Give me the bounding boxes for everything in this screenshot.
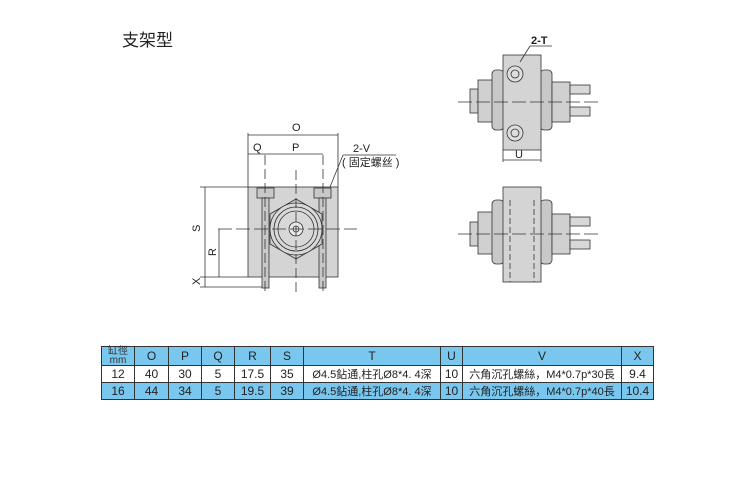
label-2T: 2-T [531,35,548,47]
cell-U: 10 [440,382,463,400]
header-P: P [168,346,202,366]
header-R: R [234,346,271,366]
cell-T: Ø4.5鉆通,柱孔Ø8*4. 4深 [303,382,441,400]
top-view [458,45,600,162]
cell-X: 9.4 [621,365,654,383]
dim-O: O [292,122,301,134]
cell-V: 六角沉孔螺絲，M4*0.7p*40長 [462,382,622,400]
header-X: X [621,346,654,366]
front-view [200,133,396,295]
dim-X: X [191,277,203,285]
cell-X: 10.4 [621,382,654,400]
cell-U: 10 [440,365,463,383]
dim-Q: Q [253,142,262,154]
header-bore-label: 缸徑 [108,346,128,357]
side-view [458,186,600,283]
table-row: 16 44 34 5 19.5 39 Ø4.5鉆通,柱孔Ø8*4. 4深 10 … [101,382,654,400]
cell-T: Ø4.5鉆通,柱孔Ø8*4. 4深 [303,365,441,383]
cell-S: 35 [270,365,304,383]
cell-P: 30 [168,365,202,383]
label-V-note: ( 固定螺丝 ) [342,155,399,169]
dim-S: S [191,225,203,232]
cell-O: 44 [134,382,169,400]
table-header-row: 缸徑 mm O P Q R S T U V X [101,346,654,366]
cell-R: 19.5 [234,382,271,400]
header-bore-unit: mm [109,355,127,366]
dim-R: R [207,248,219,256]
cell-R: 17.5 [234,365,271,383]
dim-U: U [515,149,523,161]
header-U: U [440,346,463,366]
header-S: S [270,346,304,366]
cell-O: 40 [134,365,169,383]
cell-S: 39 [270,382,304,400]
header-Q: Q [201,346,235,366]
header-V: V [462,346,622,366]
cell-Q: 5 [201,365,235,383]
header-T: T [303,346,441,366]
cell-Q: 5 [201,382,235,400]
cell-P: 34 [168,382,202,400]
cell-bore: 16 [101,382,135,400]
table-row: 12 40 30 5 17.5 35 Ø4.5鉆通,柱孔Ø8*4. 4深 10 … [101,365,654,383]
spec-table: 缸徑 mm O P Q R S T U V X 12 40 30 5 17.5 … [101,346,654,400]
cell-V: 六角沉孔螺絲，M4*0.7p*30長 [462,365,622,383]
header-bore: 缸徑 mm [101,346,135,366]
dim-P: P [292,142,299,154]
header-O: O [134,346,169,366]
cell-bore: 12 [101,365,135,383]
page-title: 支架型 [122,31,173,50]
label-2V: 2-V [353,143,371,155]
